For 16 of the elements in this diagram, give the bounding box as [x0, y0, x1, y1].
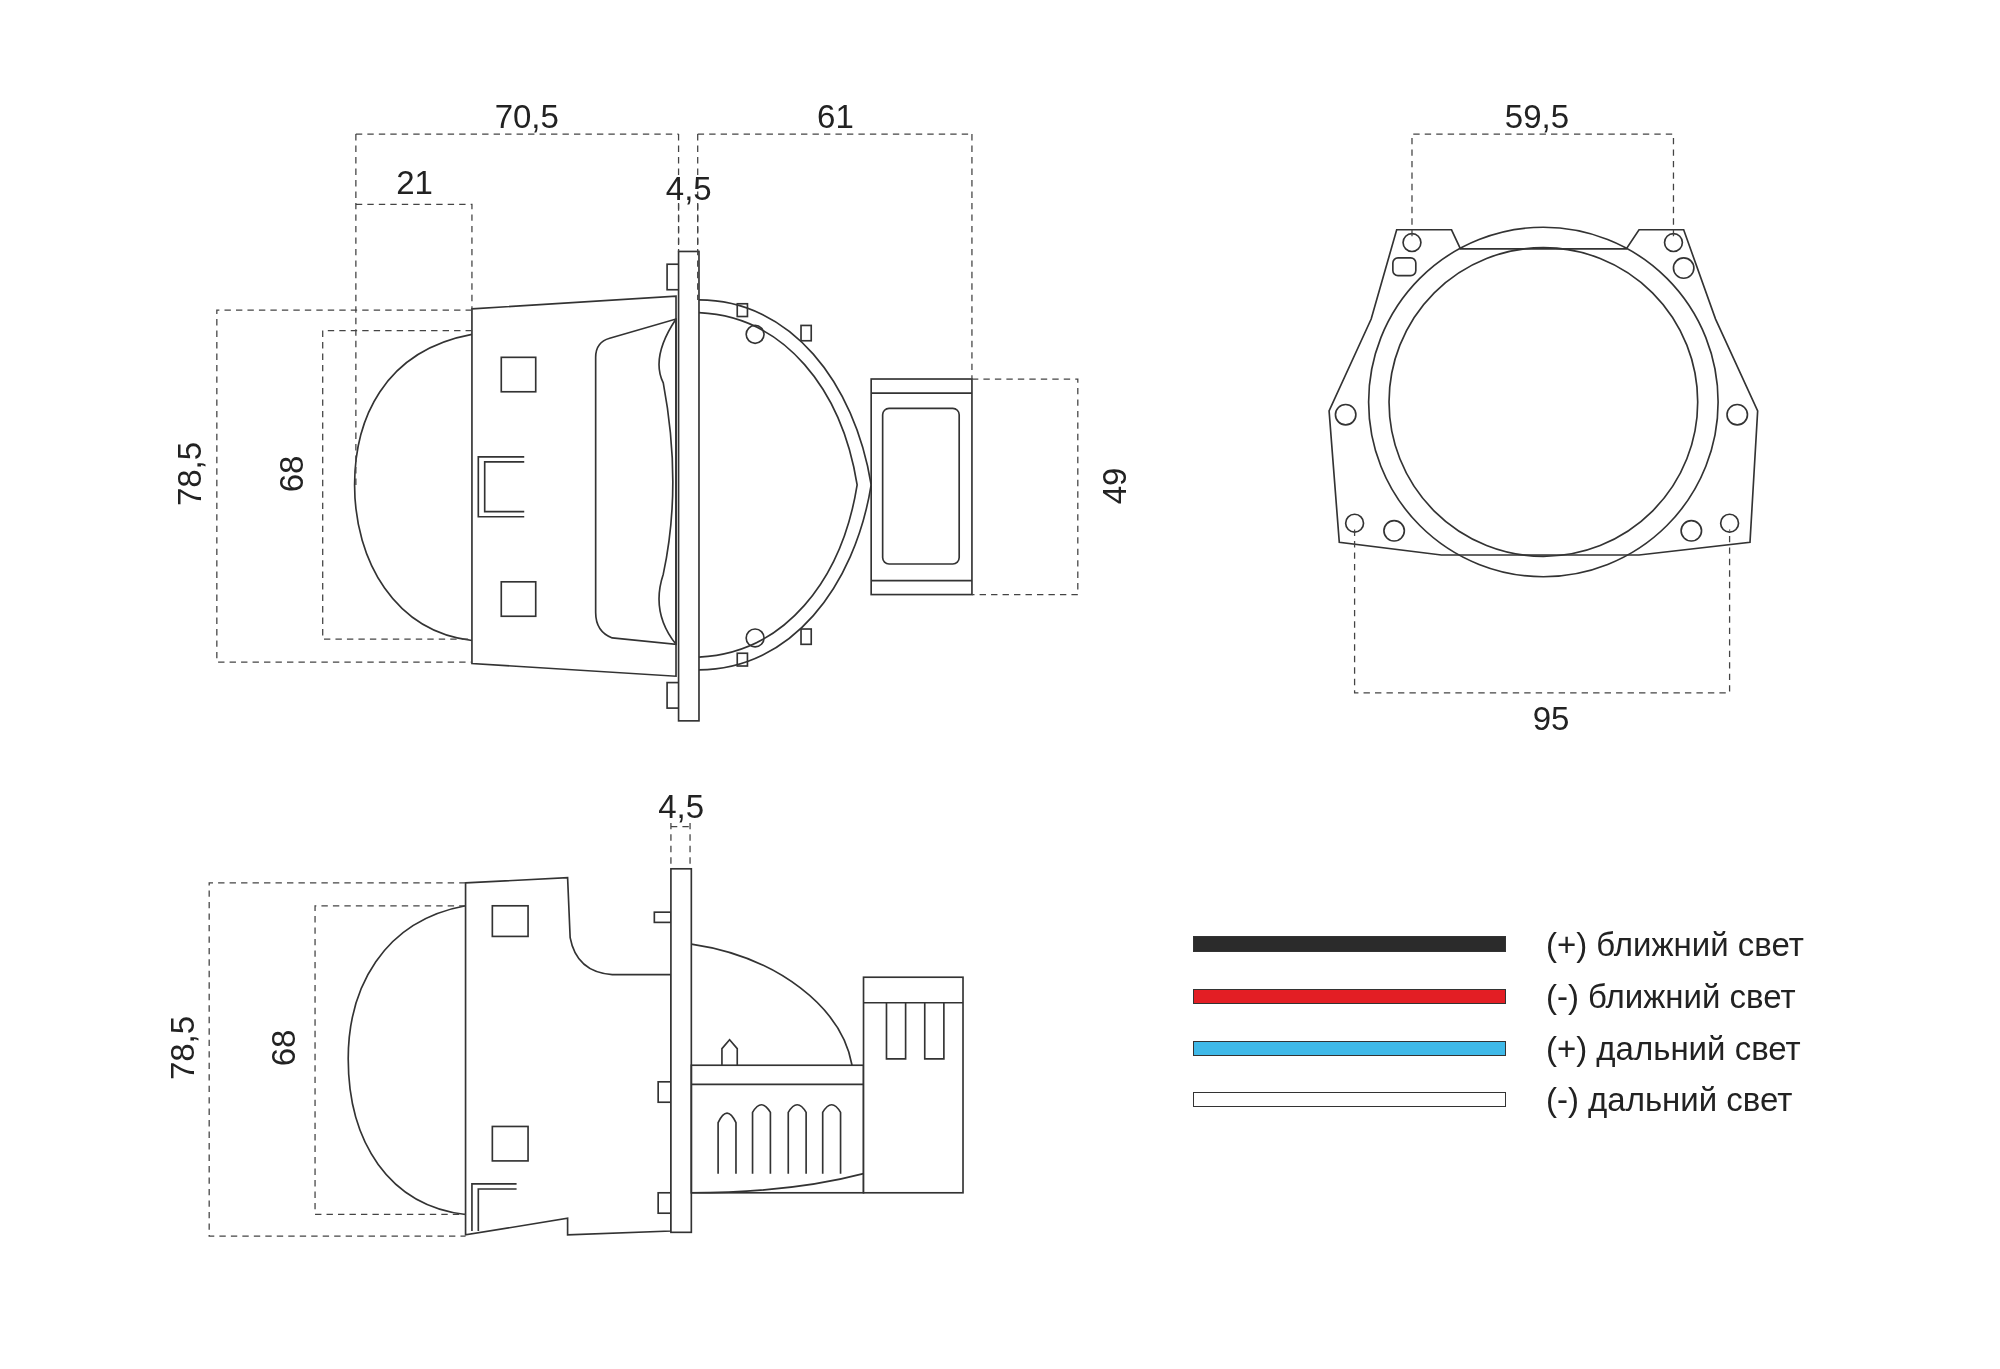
- dimension-label: 70,5: [494, 99, 559, 133]
- dimension-label: 78,5: [172, 442, 206, 507]
- dimension-label: 68: [266, 1030, 300, 1067]
- dimension-label: 49: [1097, 467, 1130, 505]
- dimension-label: 61: [817, 99, 854, 133]
- dimension-label: 4,5: [658, 789, 705, 823]
- legend-label: (-) ближний свет: [1545, 979, 1796, 1013]
- dimension-label: 4,5: [665, 171, 712, 204]
- legend-label: (+) дальний свет: [1545, 1031, 1801, 1065]
- dimension-label: 78,5: [165, 1016, 199, 1081]
- dimension-label: 95: [1532, 701, 1570, 735]
- legend-label: (+) ближний свет: [1545, 927, 1804, 961]
- legend-label: (-) дальний свет: [1545, 1083, 1793, 1116]
- dimension-label: 59,5: [1504, 99, 1570, 133]
- dimension-label: 68: [274, 456, 308, 493]
- dimension-label: 21: [396, 165, 433, 199]
